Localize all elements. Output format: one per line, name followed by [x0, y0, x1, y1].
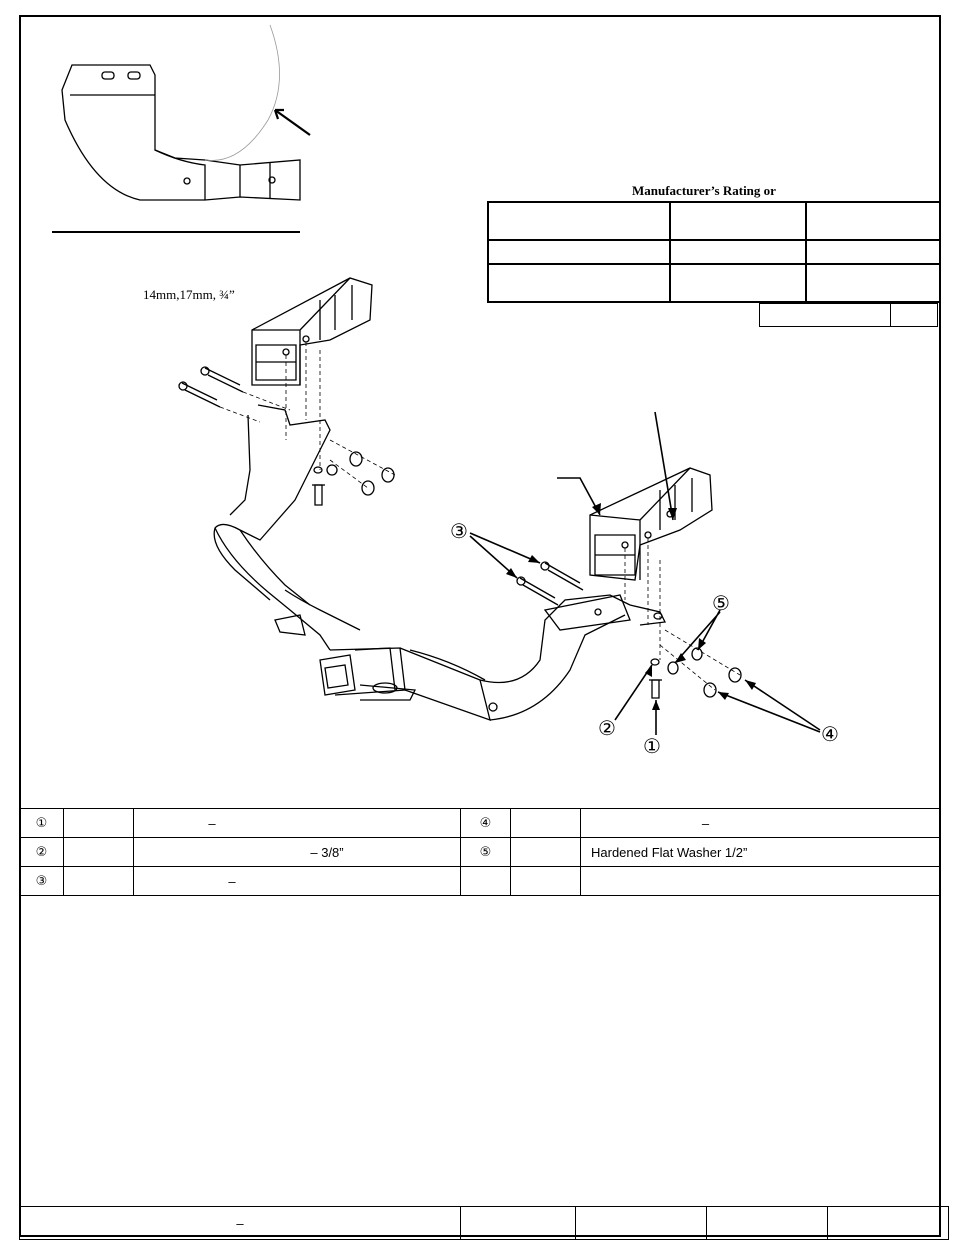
footer-cell [460, 1206, 576, 1240]
part-qty [510, 866, 581, 896]
callout-1: ① [643, 734, 661, 758]
rating-cell [669, 263, 807, 303]
rating-cell [805, 263, 941, 303]
right-hardware [649, 647, 742, 699]
rating-title: Manufacturer’s Rating or [632, 183, 776, 198]
rating-cell [805, 239, 941, 265]
tools-note: 14mm,17mm, ¾” [143, 287, 235, 302]
part-number: ① [19, 808, 64, 838]
part-description: – [133, 866, 461, 896]
footer-cell [575, 1206, 707, 1240]
table-row: ① – ④ – [19, 808, 941, 838]
inset-bracket-detail [52, 24, 311, 233]
left-frame-rail [251, 277, 373, 386]
rating-cell [805, 201, 941, 241]
part-number: ⑤ [460, 837, 511, 867]
rating-table [487, 201, 941, 303]
arrowheads [506, 503, 756, 710]
callout-4: ④ [821, 722, 839, 746]
left-guides [285, 342, 396, 489]
part-number [460, 866, 511, 896]
part-qty [63, 808, 134, 838]
left-bolts [178, 366, 291, 423]
part-description: – [580, 808, 941, 838]
footer-cell [827, 1206, 949, 1240]
leader-lines [469, 411, 821, 735]
callout-2: ② [598, 716, 616, 740]
table-row: ③ – [19, 866, 941, 896]
part-number: ③ [19, 866, 64, 896]
footer-cell: – [19, 1206, 461, 1240]
right-bolts [516, 561, 584, 606]
part-description: – [133, 808, 461, 838]
part-qty [510, 837, 581, 867]
right-frame-rail [589, 467, 713, 581]
part-number-cell [890, 303, 938, 327]
part-qty [510, 808, 581, 838]
callout-3: ③ [450, 519, 468, 543]
parts-list-table: ① – ④ – ② – 3/8” ⑤ Hardened Flat Washer … [19, 808, 941, 896]
part-number: ④ [460, 808, 511, 838]
part-description: – 3/8” [133, 837, 461, 867]
part-qty [63, 866, 134, 896]
rating-cell [487, 201, 671, 241]
left-hardware [312, 451, 395, 506]
part-number-cell [759, 303, 891, 327]
callout-5: ⑤ [712, 591, 730, 615]
part-description: Hardened Flat Washer 1/2” [580, 837, 941, 867]
rating-cell [487, 263, 671, 303]
part-number: ② [19, 837, 64, 867]
rating-cell [669, 239, 807, 265]
footer-table: – [19, 1206, 949, 1240]
part-qty [63, 837, 134, 867]
part-description [580, 866, 941, 896]
rating-cell [487, 239, 671, 265]
part-number-box [759, 303, 938, 327]
hitch-body [213, 404, 666, 722]
footer-cell [706, 1206, 828, 1240]
table-row: ② – 3/8” ⑤ Hardened Flat Washer 1/2” [19, 837, 941, 867]
table-row: – [19, 1206, 949, 1240]
rating-cell [669, 201, 807, 241]
